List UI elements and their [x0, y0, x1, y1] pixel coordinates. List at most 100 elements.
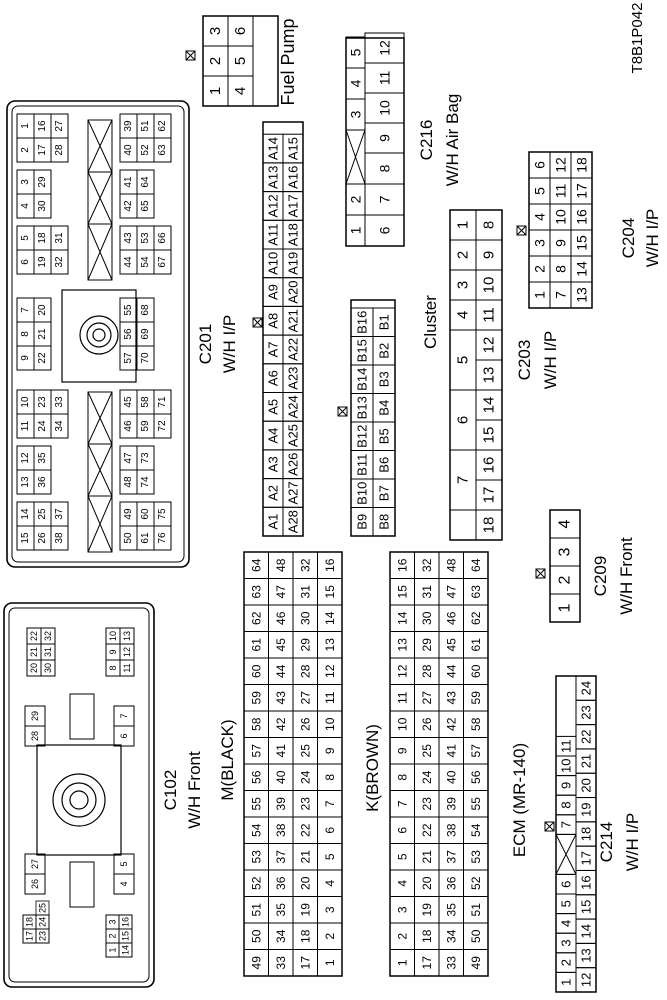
c204-pin: 1: [532, 291, 548, 299]
ecm-m-pin: 46: [274, 611, 288, 625]
c214-desc: W/H I/P: [623, 813, 642, 872]
ecm-k-pin: 48: [444, 558, 458, 572]
ecm-k-pin: 25: [420, 744, 434, 758]
c204-desc: W/H I/P: [643, 209, 662, 268]
fuse-pin: 46: [123, 420, 134, 432]
fuse-pin: 65: [140, 200, 151, 212]
c209-pin: 1: [557, 603, 574, 612]
fuse-pin: 9: [20, 355, 31, 361]
c201-pin: A20: [286, 280, 301, 303]
c216-pin: 2: [348, 195, 364, 203]
fuse-pin: 12: [20, 452, 31, 464]
c201-pin: A11: [266, 224, 281, 246]
ecm-m-pin: 16: [323, 558, 337, 572]
c201-key-icon: [252, 317, 263, 328]
cluster-label: Cluster: [421, 295, 440, 349]
ecm-m-pin: 37: [274, 850, 288, 864]
ecm-k-pin: 37: [444, 850, 458, 864]
ecm-k-pin: 5: [395, 853, 409, 860]
c201-pin: A7: [266, 341, 281, 357]
fuse-pin: 67: [157, 256, 168, 268]
fuse-pin: 60: [140, 508, 151, 520]
c102-block-pin: 1: [108, 947, 118, 952]
ecm-k-pin: 41: [444, 744, 458, 758]
c214-pin: 20: [579, 778, 594, 792]
ecm-m-pin: 31: [298, 585, 312, 599]
ecm-m-pin: 55: [249, 797, 263, 811]
ecm-k-pin: 13: [395, 638, 409, 652]
c214-pin: 13: [579, 948, 594, 962]
fuse-pin: 66: [157, 232, 168, 244]
ecm-m-pin: 5: [323, 853, 337, 860]
ecm-k-pin: 50: [469, 929, 483, 943]
c216-desc: W/H Air Bag: [443, 94, 462, 187]
fuse-pin: 23: [37, 396, 48, 408]
c203-pin: 10: [481, 277, 498, 294]
c214-pin: 23: [579, 705, 594, 719]
ecm-m-pin: 57: [249, 744, 263, 758]
fuse-pin-cell: [136, 169, 155, 195]
cluster-b-pin: B2: [377, 343, 392, 359]
c201-pin: A16: [286, 166, 301, 189]
c203-pin: 11: [481, 307, 498, 323]
c201-pin: A14: [266, 137, 281, 160]
ecm-k-pin: 43: [444, 691, 458, 705]
ecm-k-pin: 46: [444, 611, 458, 625]
c203-pin: 13: [481, 367, 498, 384]
ecm-m-pin: 58: [249, 717, 263, 731]
ecm-m-pin: 30: [298, 611, 312, 625]
c102-inner: [8, 607, 150, 983]
c102-block-pin: 21: [29, 647, 39, 657]
c204-pin: 17: [574, 183, 590, 199]
c203-pin: 4: [455, 311, 472, 319]
c216-blank: [345, 129, 366, 185]
c204-pin: 6: [532, 161, 548, 169]
ecm-m-pin: 49: [249, 956, 263, 970]
c209-desc: W/H Front: [617, 537, 636, 615]
ecm-k-pin: 8: [395, 774, 409, 781]
c201-pin: A1: [266, 514, 281, 530]
fuse-pin: 33: [54, 396, 65, 408]
fuse-pin: 69: [140, 328, 151, 340]
c204-pin: 12: [553, 157, 569, 173]
fuse-block-relay-slot-diag2: [87, 443, 113, 497]
c102-block-pin: 10: [108, 631, 118, 641]
c209-pin: 2: [557, 575, 574, 584]
ecm-k-pin: 3: [395, 906, 409, 913]
c203-pin: 6: [455, 416, 472, 424]
c102-block-pin: 30: [43, 663, 53, 673]
fuse-pin: 45: [123, 396, 134, 408]
ecm-k-pin: 26: [420, 717, 434, 731]
c102-block-pin: 29: [30, 711, 40, 721]
ecm-m-pin: 14: [323, 611, 337, 625]
c209-key-icon-diag2: [535, 568, 546, 579]
fuse-pin: 3: [20, 179, 31, 185]
ecm-m-pin: 61: [249, 638, 263, 652]
c102-hub-core: [69, 790, 89, 810]
c203-name: C203: [515, 340, 534, 381]
c216-pin: 4: [348, 79, 364, 87]
fuse-pin: 11: [20, 420, 31, 431]
ecm-m-pin: 43: [274, 691, 288, 705]
c201-pin: A28: [286, 510, 301, 533]
fuse-pin-cell: [136, 297, 155, 323]
fuse-pin-cell: [153, 501, 172, 527]
fuse-pin: 29: [37, 176, 48, 188]
c201-pin: A8: [266, 313, 281, 329]
c201-pin: A6: [266, 370, 281, 386]
fuse-pin: 72: [157, 420, 168, 432]
fuse-pin: 20: [37, 304, 48, 316]
fuse-pin: 74: [140, 476, 151, 488]
fuse-pin: 18: [37, 232, 48, 244]
ecm-m-pin: 33: [274, 956, 288, 970]
fuse-pin: 48: [123, 476, 134, 488]
ecm-m-cell: [317, 551, 343, 579]
c216-pin: 8: [377, 164, 393, 172]
c102-hub-inner: [61, 782, 97, 818]
cluster-b-pin: B14: [355, 368, 370, 391]
fuse-pin-cell: [136, 445, 155, 471]
fuse-pin: 15: [20, 532, 31, 544]
c201-pin: A9: [266, 284, 281, 300]
c102-block-pin: 3: [108, 919, 118, 924]
fuel-pump-pin: 4: [232, 87, 249, 95]
